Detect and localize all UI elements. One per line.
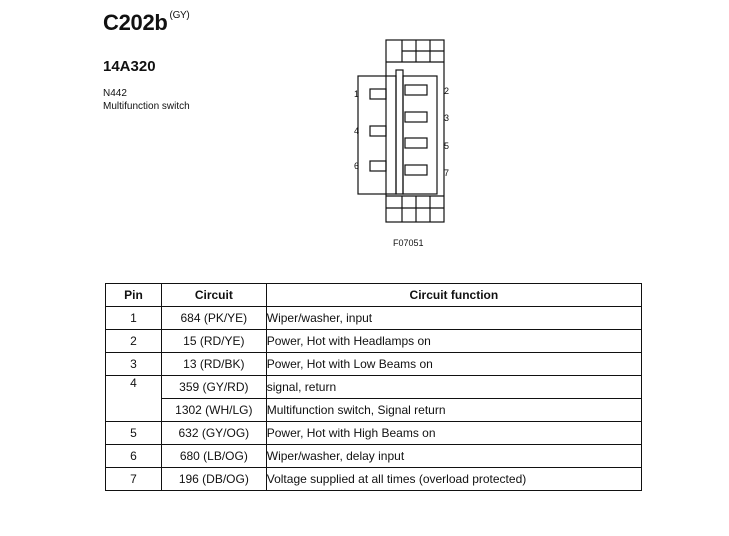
table-row: 1 684 (PK/YE) Wiper/washer, input [105, 306, 643, 330]
pin-cell: 5 [105, 421, 162, 445]
circuit-cell: 1302 (WH/LG) [160, 398, 267, 422]
pin-cell: 4 [105, 375, 162, 422]
function-cell: Power, Hot with Low Beams on [265, 352, 643, 376]
circuit-cell: 359 (GY/RD) [160, 375, 267, 399]
function-cell: Power, Hot with Headlamps on [265, 329, 643, 353]
table-row: 2 15 (RD/YE) Power, Hot with Headlamps o… [105, 329, 643, 353]
terminal-7 [404, 164, 428, 176]
table-row: 3 13 (RD/BK) Power, Hot with Low Beams o… [105, 352, 643, 376]
table-row: 6 680 (LB/OG) Wiper/washer, delay input [105, 444, 643, 468]
circuit-cell: 680 (LB/OG) [160, 444, 267, 468]
terminal-6 [369, 160, 387, 172]
header-circuit: Circuit [160, 283, 267, 307]
header-function: Circuit function [265, 283, 643, 307]
terminal-2 [404, 84, 428, 96]
pin-label: 6 [354, 161, 359, 171]
pin-cell: 2 [105, 329, 162, 353]
function-cell: Voltage supplied at all times (overload … [265, 467, 643, 491]
pin-label: 4 [354, 126, 359, 136]
header-pin: Pin [105, 283, 162, 307]
connector-diagram: 1 4 6 2 3 5 7 [354, 39, 449, 223]
component-code: N442 [103, 88, 127, 99]
circuit-cell: 15 (RD/YE) [160, 329, 267, 353]
terminal-4 [369, 125, 387, 137]
pin-label: 1 [354, 89, 359, 99]
circuit-cell: 632 (GY/OG) [160, 421, 267, 445]
pin-cell: 7 [105, 467, 162, 491]
terminal-1 [369, 88, 387, 100]
table-header-row: Pin Circuit Circuit function [105, 283, 643, 307]
pin-cell: 1 [105, 306, 162, 330]
connector-name: C202b [103, 10, 168, 35]
table-row: 7 196 (DB/OG) Voltage supplied at all ti… [105, 467, 643, 491]
connector-color: (GY) [169, 9, 190, 21]
circuit-cell: 13 (RD/BK) [160, 352, 267, 376]
function-cell: Wiper/washer, input [265, 306, 643, 330]
table-row: 1302 (WH/LG) Multifunction switch, Signa… [106, 398, 643, 422]
function-cell: Wiper/washer, delay input [265, 444, 643, 468]
function-cell: signal, return [265, 375, 643, 399]
pin-label: 2 [444, 86, 449, 96]
function-cell: Multifunction switch, Signal return [265, 398, 643, 422]
table-row: 4 359 (GY/RD) signal, return [105, 375, 643, 422]
connector-latch [357, 75, 397, 195]
connector-body [385, 39, 445, 223]
terminal-5 [404, 137, 428, 149]
pin-cell: 6 [105, 444, 162, 468]
pin-label: 7 [444, 168, 449, 178]
function-cell: Power, Hot with High Beams on [265, 421, 643, 445]
component-description: Multifunction switch [103, 101, 190, 112]
circuit-cell: 684 (PK/YE) [160, 306, 267, 330]
circuit-cell: 196 (DB/OG) [160, 467, 267, 491]
table-row: 5 632 (GY/OG) Power, Hot with High Beams… [105, 421, 643, 445]
connector-id: C202b(GY) [103, 9, 190, 36]
pin-label: 3 [444, 113, 449, 123]
figure-label: F07051 [393, 238, 424, 248]
connector-rib [395, 69, 404, 195]
pinout-table: Pin Circuit Circuit function 1 684 (PK/Y… [105, 283, 643, 491]
terminal-3 [404, 111, 428, 123]
part-number: 14A320 [103, 58, 156, 75]
pin-label: 5 [444, 141, 449, 151]
pin-cell: 3 [105, 352, 162, 376]
